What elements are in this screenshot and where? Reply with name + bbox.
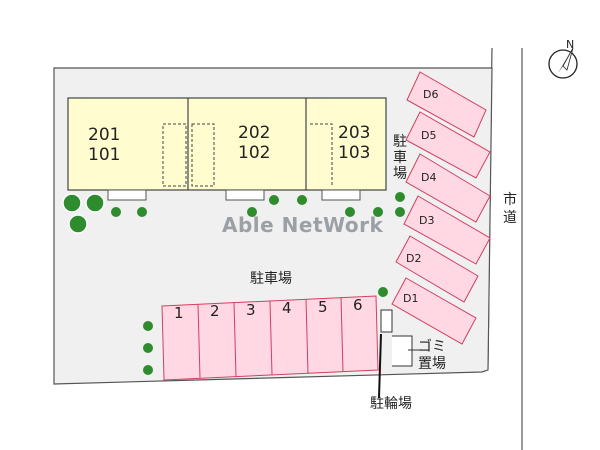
shrub-icon [143,343,153,353]
apartment-building [67,97,387,201]
shrub-icon [137,207,147,217]
d6-label: D6 [423,88,438,101]
main-parking-label: 駐車場 [250,270,292,287]
garbage-label-1: ゴミ [418,338,446,355]
road-label-1: 市 [503,191,517,208]
shrub-icon [373,207,383,217]
bicycle-parking-box [380,309,393,333]
diagonal-parking [391,71,491,345]
stall-divider [269,300,273,376]
shrub-icon [143,321,153,331]
unit-201-label: 201 [88,125,120,145]
unit-101-label: 101 [88,145,120,165]
d3-label: D3 [419,214,434,227]
d4-label: D4 [421,171,436,184]
shrub-icon [247,207,257,217]
stall-2-label: 2 [210,302,220,320]
stall-divider [197,303,201,379]
shrub-icon [143,365,153,375]
stall-divider [305,298,309,375]
parking-space-d1 [391,277,477,345]
parking-space-d4 [405,153,491,223]
garbage-label-2: 置場 [418,356,446,372]
parking-space-d6 [406,71,487,138]
shrub-icon [269,195,279,205]
compass-north-label: N [566,38,574,51]
road-label-2: 道 [503,210,517,226]
stall-3-label: 3 [246,301,256,319]
parking-space-d3 [403,195,491,265]
unit-102-label: 102 [238,143,270,163]
parking-space-d5 [405,111,491,179]
parking-row [161,295,379,381]
bicycle-leader-line [378,333,382,399]
bicycle-parking-label: 駐輪場 [370,395,412,412]
unit-203-label: 203 [338,123,370,143]
shrub-icon [378,287,388,297]
tree-icon [85,193,105,213]
side-parking-label-3: 場 [393,166,407,182]
landscaping [62,192,405,375]
stall-4-label: 4 [282,299,292,317]
stall-divider [233,301,237,378]
tree-icon [68,214,88,234]
side-parking-label-1: 駐 [393,134,407,150]
stall-1-label: 1 [174,304,184,322]
shrub-icon [111,207,121,217]
side-parking-label-2: 車 [393,149,407,166]
parking-space-d2 [395,235,479,303]
tree-icon [62,193,82,213]
compass-icon: N [548,38,578,79]
shrub-icon [395,207,405,217]
stall-5-label: 5 [318,298,328,316]
garbage-area-box [392,335,413,367]
unit-202-label: 202 [238,123,270,143]
stall-6-label: 6 [353,296,363,314]
d1-label: D1 [403,292,418,305]
stall-divider [340,296,344,373]
d2-label: D2 [406,252,421,265]
shrub-icon [395,192,405,202]
unit-103-label: 103 [338,143,370,163]
d5-label: D5 [421,129,436,142]
shrub-icon [345,207,355,217]
watermark: Able NetWork [222,213,383,237]
shrub-icon [297,195,307,205]
